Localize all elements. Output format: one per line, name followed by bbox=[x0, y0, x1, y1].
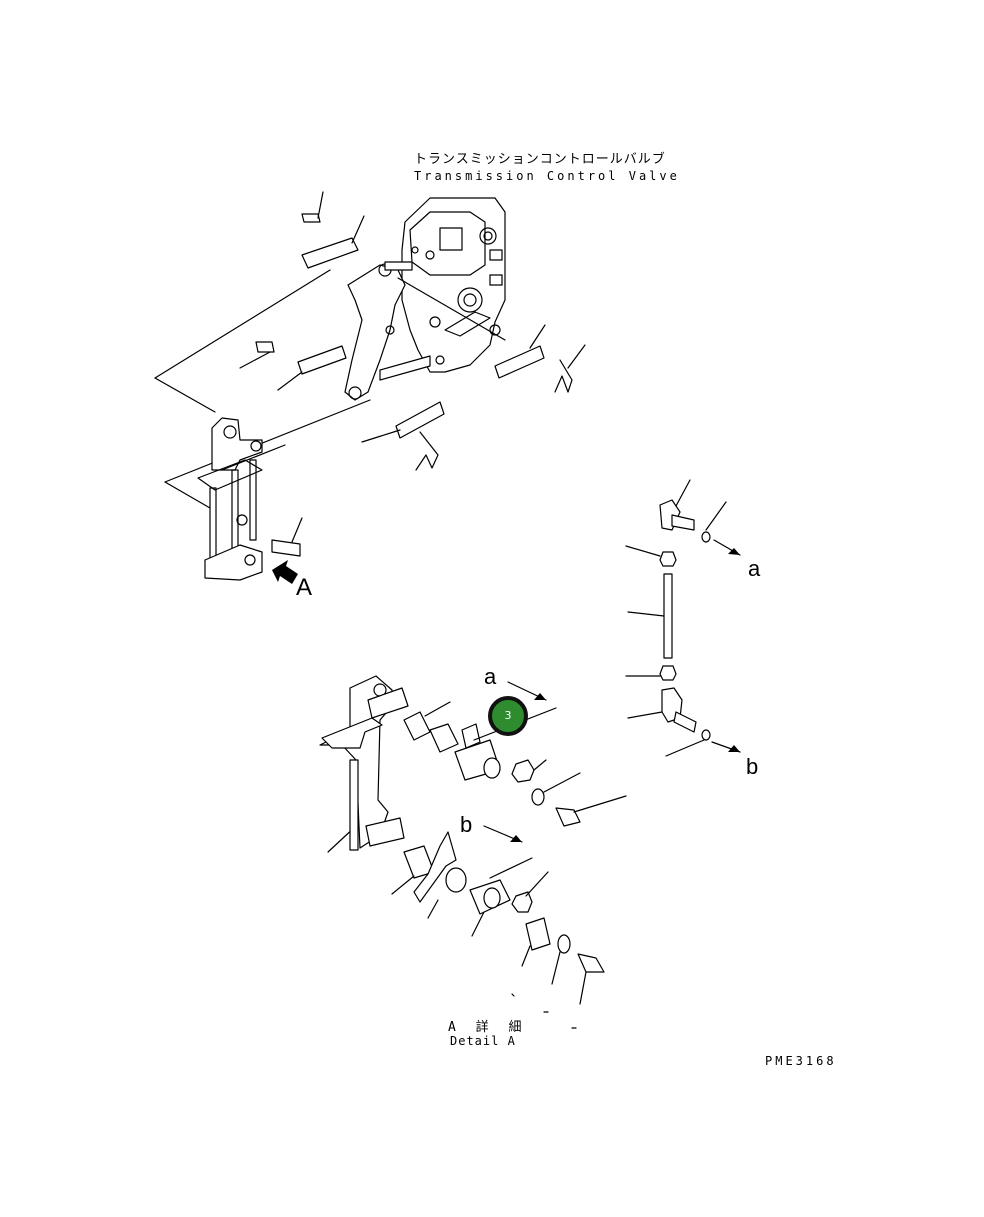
callout-a-detail: a bbox=[484, 664, 497, 689]
pin-and-plate-middle bbox=[164, 341, 371, 509]
detail-a-lower-bushings bbox=[391, 825, 605, 1029]
plate-right-of-valve bbox=[494, 324, 586, 393]
detail-a-title-english: Detail A bbox=[450, 1034, 516, 1048]
drawing-code: PME3168 bbox=[765, 1054, 837, 1068]
detail-a-upper-bushings bbox=[403, 681, 627, 827]
callout-a-top: a bbox=[748, 556, 761, 581]
part-number-badge[interactable]: 3 bbox=[488, 696, 528, 736]
transmission-control-valve-body bbox=[401, 197, 506, 373]
view-direction-arrow-icon bbox=[272, 560, 298, 584]
callout-b-detail: b bbox=[460, 812, 473, 837]
lever-assembly-left bbox=[197, 417, 303, 581]
view-a-label: A bbox=[296, 574, 313, 601]
callout-b-top: b bbox=[746, 754, 759, 779]
detail-a-title-japanese: A 詳 細 bbox=[448, 1020, 528, 1035]
linkage-rod-assembly bbox=[625, 479, 741, 757]
lever-bracket bbox=[344, 261, 506, 401]
detail-a-lever bbox=[319, 675, 409, 853]
pin-and-plate-top bbox=[154, 191, 365, 413]
valve-title-english: Transmission Control Valve bbox=[414, 169, 680, 183]
plate-lower-right bbox=[361, 401, 445, 471]
valve-title-japanese: トランスミッションコントロールバルブ bbox=[414, 152, 666, 167]
